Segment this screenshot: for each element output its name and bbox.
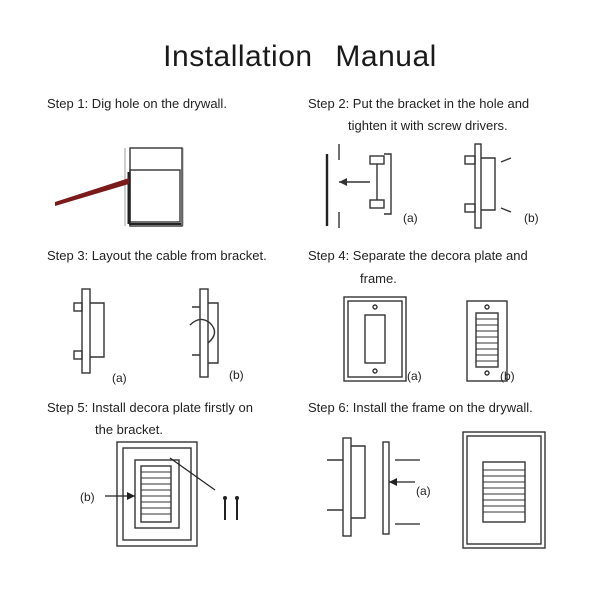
step-6-text: Step 6: Install the frame on the drywall… xyxy=(308,400,533,415)
step-6-label-a: (a) xyxy=(416,484,431,498)
step-3-cable-figure xyxy=(73,288,219,378)
screw-icon xyxy=(223,496,239,520)
step-3-label-b: (b) xyxy=(229,368,244,382)
step-1-drywall-figure xyxy=(55,147,184,227)
step-5-label-b: (b) xyxy=(80,490,95,504)
step-4-label-b: (b) xyxy=(500,369,515,383)
step-5-install-figure xyxy=(105,441,239,547)
step-2-text-line-1: Step 2: Put the bracket in the hole and xyxy=(308,96,530,111)
step-6-frame-figure xyxy=(327,431,546,549)
step-3-label-a: (a) xyxy=(112,371,127,385)
step-2-label-a: (a) xyxy=(403,211,418,225)
step-4-label-a: (a) xyxy=(407,369,422,383)
step-4-plate-frame-figure xyxy=(343,296,508,382)
step-2-text-line-2: tighten it with screw drivers. xyxy=(348,118,508,133)
step-3-text: Step 3: Layout the cable from bracket. xyxy=(47,248,267,263)
step-1-text: Step 1: Dig hole on the drywall. xyxy=(47,96,227,111)
saw-icon xyxy=(55,178,129,206)
step-4-text-line-1: Step 4: Separate the decora plate and xyxy=(308,248,528,263)
step-5-text-line-2: the bracket. xyxy=(95,422,163,437)
step-2-bracket-figure xyxy=(325,143,512,229)
step-5-text-line-1: Step 5: Install decora plate firstly on xyxy=(47,400,253,415)
step-2-label-b: (b) xyxy=(524,211,539,225)
manual-title: Installation Manual xyxy=(163,40,437,73)
step-4-text-line-2: frame. xyxy=(360,271,397,286)
